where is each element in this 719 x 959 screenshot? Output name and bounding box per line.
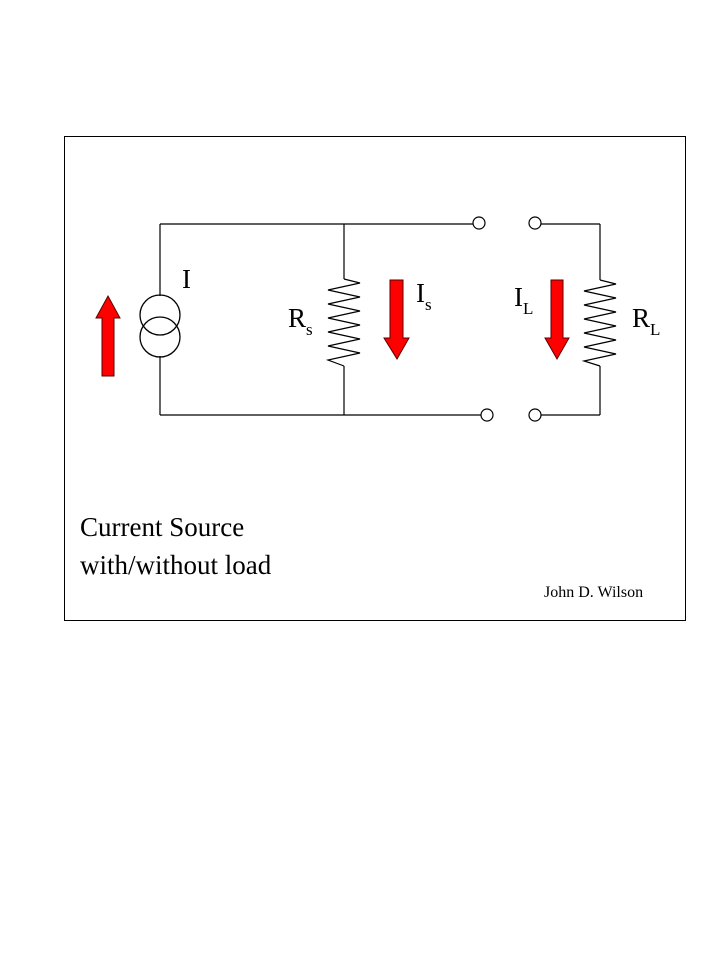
- il-label: IL: [514, 282, 533, 318]
- current-source-symbol: [139, 294, 181, 358]
- slide-frame: [64, 136, 686, 621]
- resistor-rs: [325, 278, 361, 367]
- terminal-bottom-right: [528, 408, 542, 422]
- is-label: Is: [416, 278, 432, 314]
- caption: Current Source with/without load: [80, 508, 271, 584]
- terminal-top-left: [472, 216, 486, 230]
- rs-label: Rs: [288, 303, 313, 339]
- resistor-rl: [581, 279, 617, 367]
- il-current-arrow: [544, 279, 570, 361]
- current-arrows: [95, 279, 570, 377]
- wires: [159, 223, 601, 416]
- caption-line-1: Current Source: [80, 512, 245, 542]
- caption-line-2: with/without load: [80, 550, 272, 580]
- terminals: [472, 216, 542, 422]
- author-credit: John D. Wilson: [544, 584, 644, 601]
- terminal-bottom-left: [480, 408, 494, 422]
- terminal-top-right: [528, 216, 542, 230]
- rl-label: RL: [632, 303, 660, 339]
- source-current-arrow: [95, 294, 121, 377]
- source-current-label: I: [182, 264, 191, 294]
- is-current-arrow: [383, 279, 410, 360]
